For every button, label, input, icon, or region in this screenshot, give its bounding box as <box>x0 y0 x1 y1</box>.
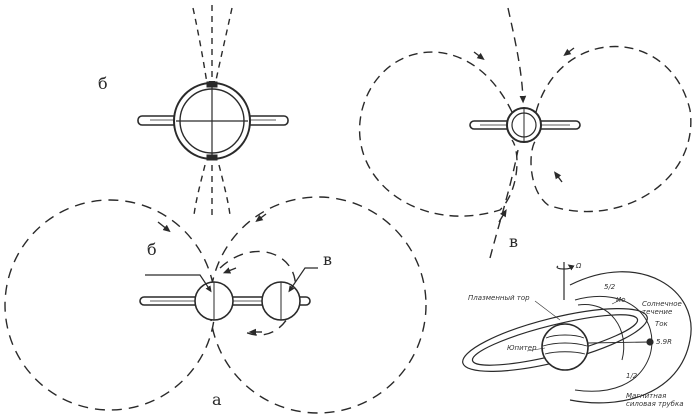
inset-l-bottom-label: 1/2 <box>626 372 637 380</box>
inset-l-top-label: 5/2 <box>604 283 615 291</box>
inset-moon-orbit-label: Ио <box>616 296 626 304</box>
label-panel-b-bottom: б <box>147 240 157 259</box>
inset-planet-label: Юпитер <box>507 344 537 352</box>
vertical-field-line-up <box>508 8 523 100</box>
panel-v-figure <box>360 8 691 258</box>
field-envelope <box>570 272 691 403</box>
inset-flux-tube-label: Магнитная силовая трубка <box>626 392 691 408</box>
label-panel-b-top: б <box>98 74 108 93</box>
inset-rotation-axis: Ω <box>576 262 581 270</box>
label-panel-v-marker: в <box>323 250 332 269</box>
panel-a-figure <box>5 197 426 413</box>
inset-plasma-torus-label: Плазменный тор <box>468 294 530 302</box>
label-panel-v-caption: в <box>509 232 518 251</box>
inset-current-label: Ток <box>655 320 668 328</box>
planet-inset-figure <box>457 262 691 403</box>
panel-b-top-figure <box>138 5 288 215</box>
inset-current-sheet-label: Солнечное течение <box>642 300 692 316</box>
label-panel-a-caption: а <box>212 390 222 409</box>
jupiter-planet <box>542 324 588 370</box>
left-dipole-loop <box>360 52 517 216</box>
inset-distance-label: 5.9R <box>656 338 672 346</box>
